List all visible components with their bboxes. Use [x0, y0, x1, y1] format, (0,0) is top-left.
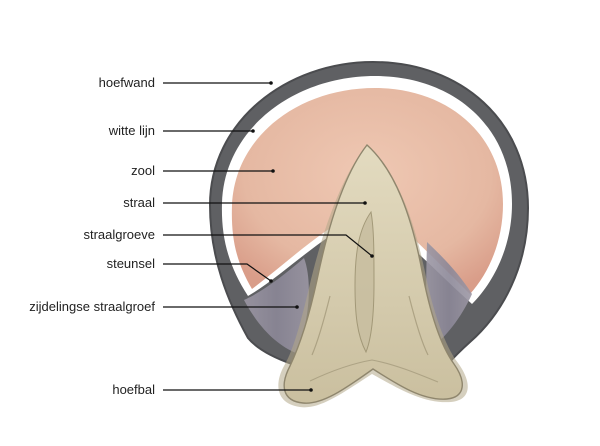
leader-dot-steunsel [269, 279, 273, 283]
frog-detail-right [408, 295, 429, 356]
leader-line-steunsel [163, 263, 272, 282]
leader-dot-witte-lijn [251, 129, 255, 133]
left-heel-shadow [244, 258, 309, 353]
leader-dot-hoefbal [309, 388, 313, 392]
leader-dot-straal [363, 201, 367, 205]
leader-lines [163, 82, 373, 391]
leader-dot-zijdelingse-straalgroef [295, 305, 299, 309]
label-zool: zool [131, 163, 155, 178]
label-steunsel: steunsel [106, 256, 155, 271]
leader-dot-straalgroeve [370, 254, 374, 258]
leader-dots [251, 81, 374, 392]
leader-line-straalgroeve [163, 234, 373, 257]
label-witte-lijn: witte lijn [108, 123, 155, 138]
label-zijdelingse-straalgroef: zijdelingse straalgroef [29, 299, 155, 314]
frog-detail-left [311, 295, 331, 356]
central-frog-groove [354, 210, 375, 354]
label-straal: straal [123, 195, 155, 210]
label-hoefwand: hoefwand [98, 75, 155, 90]
leader-dot-hoefwand [269, 81, 273, 85]
label-hoefbal: hoefbal [112, 382, 155, 397]
leader-dot-zool [271, 169, 275, 173]
label-straalgroeve: straalgroeve [83, 227, 155, 242]
frog-detail-base [309, 359, 439, 383]
